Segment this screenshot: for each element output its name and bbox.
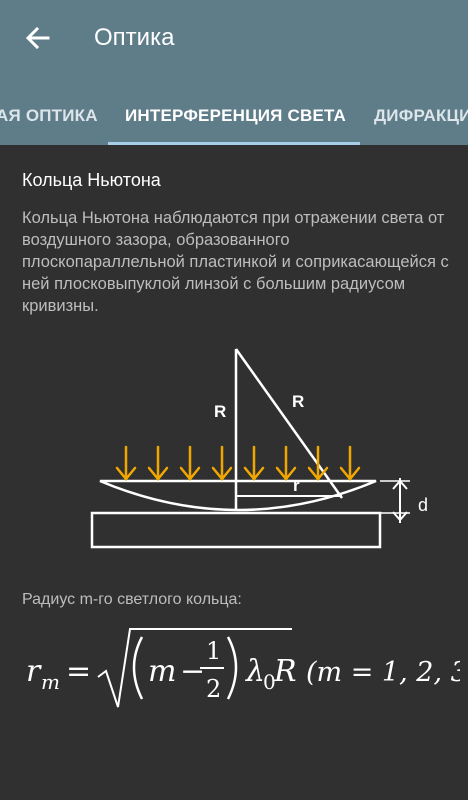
label-R-right: R [292,392,304,411]
tab-geometric-optics[interactable]: АЯ ОПТИКА [0,106,98,125]
formula-frac-num: 1 [206,637,221,665]
label-d: d [418,495,428,515]
light-arrow [275,445,297,481]
light-arrow [147,445,169,481]
light-arrow [243,445,265,481]
app-bar: Оптика АЯ ОПТИКА ИНТЕРФЕРЕНЦИЯ СВЕТА ДИФ… [0,0,468,145]
formula-lhs-sub: m [41,670,60,694]
formula-m: m [148,654,176,689]
formula-condition: (m = 1, 2, 3) [306,657,460,688]
tab-bar: АЯ ОПТИКА ИНТЕРФЕРЕНЦИЯ СВЕТА ДИФРАКЦИ [0,88,468,145]
formula-caption: Радиус m-го светлого кольца: [22,591,242,608]
section-paragraph: Кольца Ньютона наблюдаются при отражении… [22,209,449,315]
light-arrow [339,445,361,481]
svg-text:=: = [66,654,91,689]
formula-frac-den: 2 [206,675,221,703]
arrow-back-icon [25,26,50,50]
formula-lambda: λ [245,654,265,689]
label-r: r [293,476,300,495]
tab-interference[interactable]: ИНТЕРФЕРЕНЦИЯ СВЕТА [125,106,346,125]
formula-R: R [273,654,297,689]
section-heading: Кольца Ньютона [22,170,161,190]
tab-indicator [108,142,360,145]
gap-marker-arrow-bottom [392,511,408,522]
incident-light-arrows [115,445,361,481]
ring-radius-formula: r m = m − 1 2 λ 0 R (m = 1, 2, 3) [26,628,460,708]
tab-diffraction[interactable]: ДИФРАКЦИ [374,106,468,125]
content-area: Кольца Ньютона Кольца Ньютона наблюдаютс… [0,145,468,800]
formula-lhs: r [26,654,42,689]
glass-plate [90,511,382,549]
light-arrow [307,445,329,481]
plano-convex-lens [99,479,377,512]
light-arrow [179,445,201,481]
light-arrow [211,445,233,481]
app-title: Оптика [94,24,175,51]
newton-rings-diagram: R R r d [90,348,428,549]
light-arrow [115,445,137,481]
label-R-left: R [214,402,226,421]
formula-lambda-sub: 0 [263,670,276,694]
back-button[interactable] [22,22,54,54]
formula-minus: − [180,654,205,689]
